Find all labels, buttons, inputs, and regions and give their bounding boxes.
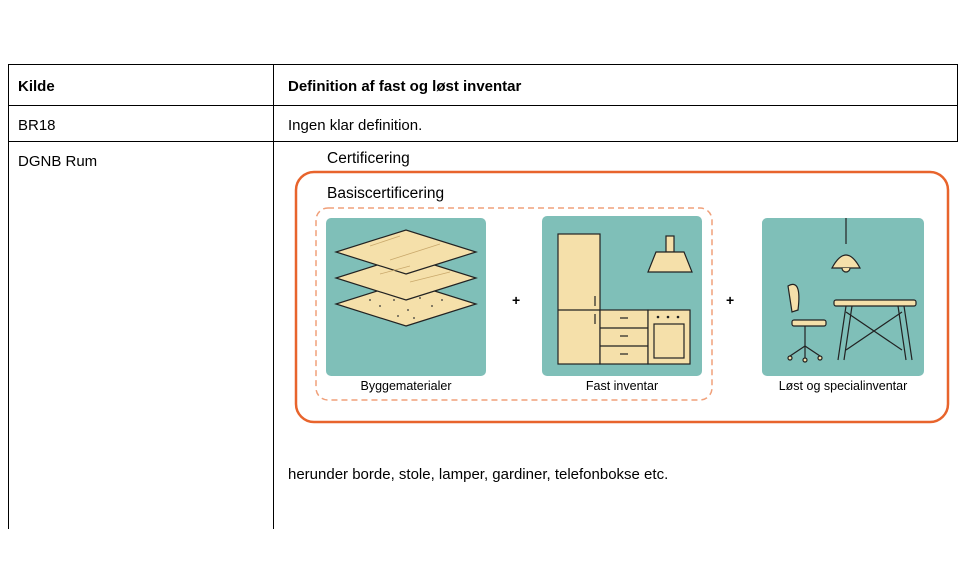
table-right-border — [957, 64, 958, 142]
header-definition: Definition af fast og løst inventar — [288, 78, 522, 95]
header-bottom-border — [8, 105, 958, 106]
plus-sign-2: + — [726, 292, 734, 308]
row-br18-source: BR18 — [18, 117, 56, 134]
certification-label: Certificering — [327, 150, 410, 167]
certification-diagram: + + — [294, 170, 950, 424]
row-br18-definition: Ingen klar definition. — [288, 117, 423, 134]
byggematerialer-card — [326, 218, 486, 376]
layered-sheets-icon — [333, 229, 479, 327]
row-dgnb-definition: herunder borde, stole, lamper, gardiner,… — [288, 466, 669, 483]
certification-box — [294, 170, 950, 424]
loest-inventar-card — [762, 218, 924, 376]
basis-certification-label: Basiscertificering — [327, 185, 445, 202]
header-source: Kilde — [18, 78, 55, 95]
caption-fast-inventar: Fast inventar — [585, 379, 659, 393]
definition-table: Kilde Definition af fast og løst inventa… — [8, 64, 958, 529]
row-divider — [8, 141, 958, 142]
plus-sign-1: + — [512, 292, 520, 308]
row-dgnb-source: DGNB Rum — [18, 153, 98, 170]
basis-certification-box — [315, 207, 713, 401]
kitchen-icon — [557, 233, 693, 365]
fast-inventar-card — [542, 216, 702, 376]
chair-table-lamp-icon — [787, 218, 917, 363]
table-column-divider — [273, 64, 274, 529]
table-left-border — [8, 64, 9, 529]
table-top-border — [8, 64, 958, 65]
caption-byggematerialer: Byggematerialer — [360, 379, 452, 393]
caption-loest-inventar: Løst og specialinventar — [778, 379, 908, 393]
